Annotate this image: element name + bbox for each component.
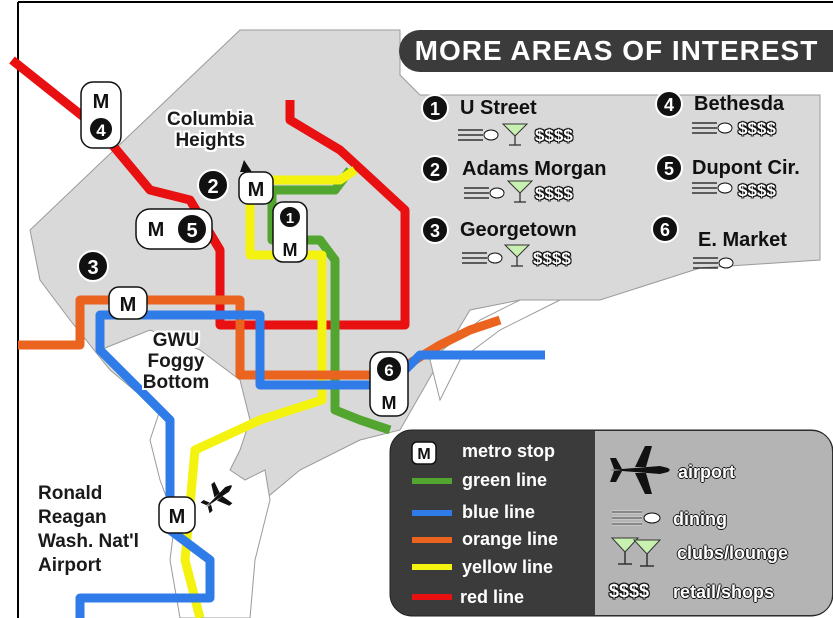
- map-badge-3: [77, 250, 109, 282]
- area-1-martini-icon: [501, 123, 529, 146]
- map-badge-6-text: 6: [384, 361, 393, 380]
- area-3-dining-icon: [462, 252, 503, 264]
- area-2-number: 2: [430, 160, 440, 180]
- area-3-number: 3: [430, 221, 440, 241]
- columbia-heights-pointer: [240, 160, 252, 172]
- area-1-number: 1: [430, 99, 440, 119]
- label-columbia-heights: Columbia Heights: [167, 109, 254, 151]
- orange-line: [18, 295, 502, 380]
- legend-blue-line: blue line: [462, 502, 536, 522]
- area-6-dining-icon: [693, 257, 734, 269]
- area-1-number-badge: 1: [421, 94, 449, 122]
- banner-title: MORE AREAS OF INTEREST: [414, 35, 819, 66]
- area-5-number: 5: [664, 159, 674, 179]
- area-1-price: $$$$: [535, 126, 573, 145]
- label-gwu-foggy-bottom: GWU Foggy Bottom: [142, 330, 210, 393]
- map-airplane-icon: [200, 481, 233, 514]
- legend-clubs: clubs/lounge: [677, 543, 789, 563]
- legend-martini-icon: [610, 537, 662, 567]
- area-3-martini-icon: [503, 244, 531, 267]
- map-badge-3-text: 3: [87, 257, 98, 279]
- legend-dining: dining: [673, 509, 727, 529]
- banner-shape: [399, 30, 833, 72]
- map-metro-airport: [158, 496, 196, 534]
- area-5-name: Dupont Cir.: [692, 157, 800, 179]
- area-4-number: 4: [664, 95, 674, 115]
- legend-metro-swatch: [411, 441, 437, 465]
- map-metro-eastern-market-text: M: [382, 393, 397, 413]
- area-2-number-badge: 2: [421, 155, 449, 183]
- label-airport: Ronald Reagan Wash. Nat'l Airport: [38, 483, 139, 576]
- area-4-dining-icon: [692, 122, 733, 134]
- area-5-number-badge: 5: [655, 154, 683, 182]
- map-badge-1-text: 1: [286, 210, 294, 227]
- legend-dining-icon: [612, 510, 661, 526]
- legend-retail-symbol: $$$$: [609, 581, 650, 601]
- map-badge-6: [375, 355, 403, 383]
- legend-yellow-line: yellow line: [462, 557, 554, 577]
- potomac-river: [99, 329, 271, 618]
- map-metro-columbia-heights-text: M: [248, 179, 265, 201]
- map-badge-1: [278, 205, 302, 229]
- area-4-name: Bethesda: [694, 93, 785, 115]
- area-2-martini-icon: [506, 180, 534, 203]
- area-2-price: $$$$: [535, 184, 573, 203]
- legend-retail: retail/shops: [673, 582, 775, 602]
- map-metro-dupont-text: M: [148, 219, 165, 241]
- map-badge-2: [197, 169, 229, 201]
- map-metro-columbia-heights: [238, 171, 274, 205]
- area-5-dining-icon: [692, 182, 733, 194]
- area-1-dining-icon: [458, 129, 499, 141]
- legend-metro-swatch-text: M: [417, 446, 430, 463]
- map-badge-4-text: 4: [96, 121, 106, 140]
- area-5-price: $$$$: [738, 181, 776, 200]
- legend-green-line: green line: [462, 470, 548, 490]
- map-metro-bethesda-text: M: [93, 91, 110, 113]
- legend-symbols-panel: [595, 431, 832, 615]
- green-line: [267, 167, 392, 435]
- map-metro-gwu-text: M: [120, 294, 137, 316]
- area-4-price: $$$$: [738, 119, 776, 138]
- area-2-name: Adams Morgan: [462, 158, 607, 180]
- area-2-dining-icon: [464, 187, 505, 199]
- map-badge-5-text: 5: [186, 220, 197, 242]
- area-4-number-badge: 4: [655, 90, 683, 118]
- area-6-number-badge: 6: [651, 215, 679, 243]
- legend-airplane-icon: [610, 446, 670, 494]
- legend-airport: airport: [678, 462, 736, 482]
- map-badge-5: [176, 213, 208, 245]
- area-3-number-badge: 3: [421, 216, 449, 244]
- area-6-number: 6: [660, 220, 670, 240]
- area-1-name: U Street: [460, 97, 537, 119]
- legend-red-line: red line: [460, 587, 525, 607]
- map-metro-gwu: [108, 286, 148, 320]
- red-line-east: [285, 100, 410, 330]
- area-3-name: Georgetown: [460, 219, 577, 241]
- area-6-name: E. Market: [698, 229, 787, 251]
- map-metro-u-street-text: M: [283, 240, 298, 260]
- legend-metro-stop: metro stop: [462, 441, 556, 461]
- area-3-price: $$$$: [533, 249, 571, 268]
- legend-orange-line: orange line: [462, 529, 559, 549]
- map-badge-2-text: 2: [207, 176, 218, 198]
- map-metro-airport-text: M: [169, 506, 186, 528]
- map-badge-4: [88, 116, 114, 142]
